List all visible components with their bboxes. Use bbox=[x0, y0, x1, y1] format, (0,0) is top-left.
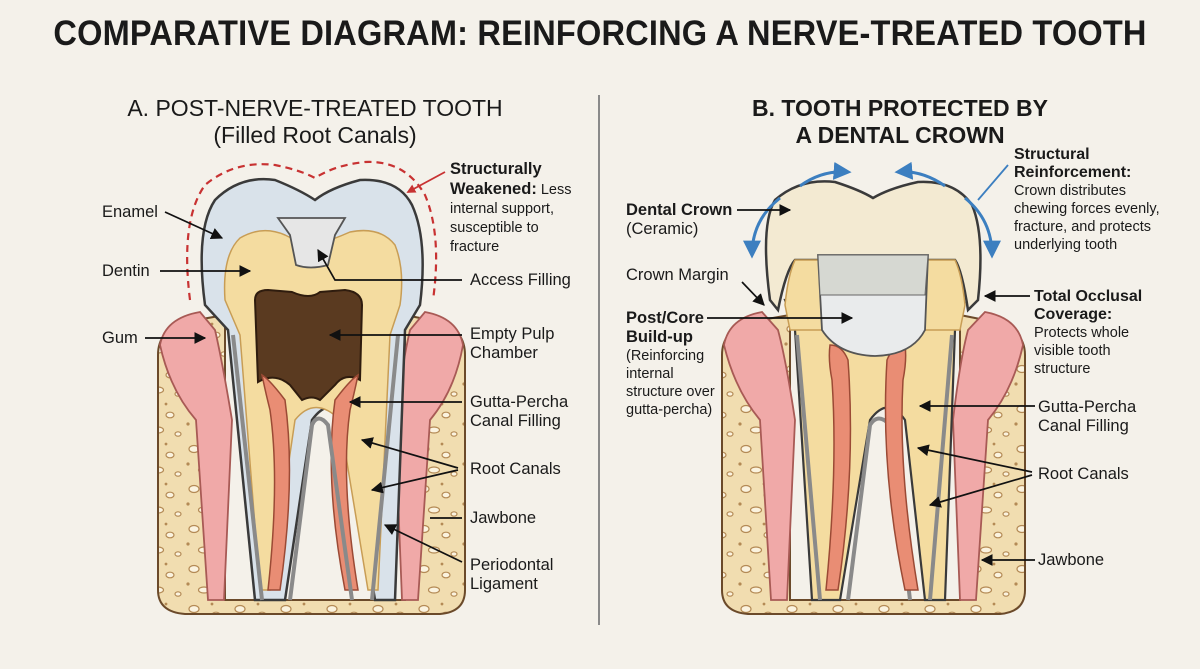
force-arrow-right-top bbox=[894, 161, 946, 188]
panel-b-post-core-top bbox=[817, 254, 929, 296]
panel-a-weakened-outline bbox=[186, 160, 438, 301]
weakened-bold-2: Weakened: bbox=[450, 180, 537, 198]
panel-a-ligament-mid bbox=[288, 416, 354, 601]
panel-b-canal-right bbox=[884, 344, 919, 591]
dental-crown-sub: (Ceramic) bbox=[626, 220, 699, 238]
panel-b-leaders bbox=[707, 204, 1035, 566]
diagram-title: COMPARATIVE DIAGRAM: REINFORCING A NERVE… bbox=[53, 14, 1147, 53]
post-core-sub-1: (Reinforcing bbox=[626, 348, 705, 364]
reinf-text-3: fracture, and protects bbox=[1014, 219, 1152, 235]
label-enamel: Enamel bbox=[102, 203, 158, 221]
occ-bold-1: Total Occlusal bbox=[1034, 288, 1143, 305]
force-arrow-left-top bbox=[799, 161, 852, 188]
weakened-bold-1: Structurally bbox=[450, 160, 542, 178]
label-b-gutta-percha: Gutta-Percha Canal Filling bbox=[1038, 398, 1136, 436]
occ-text-1: Protects whole bbox=[1034, 325, 1130, 341]
weakened-text-1: Less bbox=[540, 182, 572, 198]
weakened-text-4: fracture bbox=[450, 239, 500, 255]
leader-crown-margin bbox=[741, 281, 765, 306]
panel-b-ligament-right bbox=[928, 334, 954, 601]
weakened-text-2: internal support, bbox=[450, 201, 554, 217]
panel-a-gum-shape bbox=[159, 311, 233, 601]
label-crown-margin: Crown Margin bbox=[626, 266, 729, 284]
panel-a-title: A. POST-NERVE-TREATED TOOTH (Filled Root… bbox=[60, 95, 570, 149]
label-b-root-canals: Root Canals bbox=[1038, 465, 1129, 483]
panel-b-gum-shape-right bbox=[952, 311, 1024, 601]
reinf-bold-1: Structural bbox=[1014, 146, 1090, 163]
panel-b-title-line1: B. TOOTH PROTECTED BY bbox=[751, 95, 1049, 121]
label-structurally-weakened: Structurally Weakened: Less internal sup… bbox=[450, 160, 571, 257]
label-empty-pulp: Empty Pulp Chamber bbox=[470, 325, 554, 363]
panel-a-tooth bbox=[157, 160, 466, 615]
leader-b-root-canal-1 bbox=[916, 444, 1033, 473]
panel-a-title-line1: A. POST-NERVE-TREATED TOOTH bbox=[127, 95, 503, 121]
label-post-core: Post/Core Build-up (Reinforcing internal… bbox=[626, 309, 715, 419]
leader-ligament bbox=[383, 524, 463, 563]
label-access-filling: Access Filling bbox=[470, 271, 571, 289]
leader-b-root-canal-2 bbox=[928, 474, 1033, 508]
label-a-jawbone: Jawbone bbox=[470, 509, 537, 527]
perio-line-2: Ligament bbox=[470, 575, 538, 593]
panel-a-pulp-chamber bbox=[253, 288, 364, 402]
occ-text-2: visible tooth bbox=[1034, 343, 1111, 359]
label-periodontal-ligament: Periodontal Ligament bbox=[470, 556, 553, 594]
force-arrow-left-down bbox=[743, 196, 781, 259]
panel-b-title: B. TOOTH PROTECTED BY A DENTAL CROWN bbox=[640, 95, 1160, 149]
weakened-text-3: susceptible to bbox=[450, 220, 539, 236]
occ-bold-2: Coverage: bbox=[1034, 306, 1113, 323]
a-gutta-line-2: Canal Filling bbox=[470, 412, 561, 430]
leader-access-filling bbox=[317, 248, 462, 281]
panel-b-title-line2: A DENTAL CROWN bbox=[795, 122, 1005, 148]
reinf-text-4: underlying tooth bbox=[1014, 237, 1118, 253]
perio-line-1: Periodontal bbox=[470, 556, 554, 574]
panel-b-tooth bbox=[721, 180, 1026, 615]
b-gutta-line-2: Canal Filling bbox=[1038, 417, 1129, 435]
panel-a-leaders bbox=[145, 211, 463, 563]
occ-text-3: structure bbox=[1034, 361, 1091, 377]
panel-b-force-arrows bbox=[743, 161, 1009, 259]
post-core-sub-3: structure over bbox=[626, 384, 715, 400]
post-core-line-2: Build-up bbox=[626, 328, 693, 346]
panel-a-canal-left bbox=[260, 373, 291, 591]
post-core-sub-4: gutta-percha) bbox=[626, 402, 713, 418]
reinf-text-2: chewing forces evenly, bbox=[1014, 201, 1160, 217]
b-gutta-line-1: Gutta-Percha bbox=[1038, 398, 1137, 416]
label-a-root-canals: Root Canals bbox=[470, 460, 561, 478]
reinf-text-1: Crown distributes bbox=[1014, 183, 1127, 199]
label-total-occlusal: Total Occlusal Coverage: Protects whole … bbox=[1034, 288, 1142, 378]
panel-b-ligament-left bbox=[795, 334, 822, 601]
label-structural-reinforcement: Structural Reinforcement: Crown distribu… bbox=[1014, 146, 1160, 254]
panel-a-ligament-right bbox=[370, 334, 400, 601]
post-core-line-1: Post/Core bbox=[626, 309, 704, 327]
label-b-jawbone: Jawbone bbox=[1038, 551, 1105, 569]
a-gutta-line-1: Gutta-Percha bbox=[470, 393, 569, 411]
label-dental-crown: Dental Crown (Ceramic) bbox=[626, 201, 732, 239]
label-a-gutta-percha: Gutta-Percha Canal Filling bbox=[470, 393, 568, 431]
dental-crown-bold: Dental Crown bbox=[626, 201, 733, 219]
leader-enamel bbox=[164, 211, 224, 239]
post-core-sub-2: internal bbox=[626, 366, 674, 382]
panel-a-weakened-pointer bbox=[406, 171, 446, 193]
panel-divider bbox=[598, 95, 600, 625]
panel-a-title-line2: (Filled Root Canals) bbox=[213, 122, 417, 148]
pulp-line-1: Empty Pulp bbox=[470, 325, 555, 343]
label-dentin: Dentin bbox=[102, 262, 150, 280]
force-arrow-pointer bbox=[977, 164, 1009, 201]
force-arrow-right-down bbox=[964, 196, 1001, 259]
label-gum: Gum bbox=[102, 329, 138, 347]
leader-root-canal-2 bbox=[370, 469, 459, 494]
reinf-bold-2: Reinforcement: bbox=[1014, 164, 1132, 181]
leader-root-canal-1 bbox=[360, 437, 459, 469]
panel-a-ligament-left bbox=[231, 334, 264, 601]
pulp-line-2: Chamber bbox=[470, 344, 538, 362]
panel-b-canal-left bbox=[825, 344, 852, 591]
